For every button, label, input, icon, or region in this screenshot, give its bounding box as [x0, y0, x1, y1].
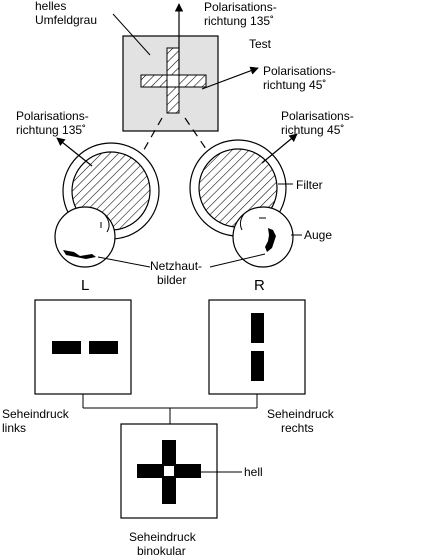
label-seh-rechts-1: Seheindruck: [267, 407, 335, 421]
label-seh-rechts-2: rechts: [281, 421, 314, 435]
label-seh-links-1: Seheindruck: [2, 407, 70, 421]
left-eye: [54, 206, 116, 268]
right-eye: [232, 206, 294, 268]
label-pol-right-1: Polarisations-: [263, 64, 336, 78]
label-pol-far-right-2: richtung 45˚: [281, 123, 344, 137]
right-retina-image: [265, 228, 276, 252]
perception-right-bar-1: [251, 313, 264, 343]
binocular-cross-center: [164, 466, 174, 476]
perception-left-bar-1: [52, 341, 81, 354]
label-hell: hell: [244, 465, 263, 479]
label-pol-left-1: Polarisations-: [16, 109, 89, 123]
left-retina-image: [63, 250, 96, 259]
binocular-connector: [82, 394, 258, 424]
label-auge: Auge: [304, 228, 332, 242]
pol-far-right-arrow: [261, 133, 298, 164]
label-seh-bin-1: Seheindruck: [129, 530, 197, 544]
label-pol-far-right-1: Polarisations-: [281, 109, 354, 123]
label-umfeldgrau: Umfeldgrau: [35, 13, 97, 27]
label-test: Test: [249, 37, 272, 51]
helles-pointer-line: [112, 13, 151, 56]
perception-right-panel: [208, 299, 306, 395]
label-right-eye: R: [254, 277, 265, 294]
label-netzhaut-1: Netzhaut-: [150, 259, 202, 273]
perception-right-bar-2: [251, 351, 264, 381]
perception-left-panel: [34, 299, 132, 395]
label-seh-links-2: links: [2, 421, 26, 435]
perception-binocular-panel: [120, 423, 218, 519]
label-filter: Filter: [296, 178, 323, 192]
left-eye-lens: [104, 214, 110, 233]
label-pol-top-1: Polarisations-: [204, 0, 277, 14]
label-pol-top-2: richtung 135˚: [204, 14, 274, 28]
label-pol-right-2: richtung 45˚: [263, 78, 326, 92]
netzhaut-pointer-left: [97, 256, 151, 268]
test-cross-center: [166, 74, 180, 88]
perception-left-bar-2: [89, 341, 118, 354]
label-helles: helles: [35, 0, 66, 13]
pol-right-arrow: [201, 66, 259, 90]
label-left-eye: L: [81, 277, 89, 294]
label-seh-bin-2: binokular: [137, 544, 186, 558]
right-eye-ball: [232, 206, 294, 268]
label-netzhaut-2: bilder: [157, 273, 186, 287]
pol-left-arrow: [56, 137, 93, 167]
label-pol-left-2: richtung 135˚: [16, 123, 86, 137]
right-eye-lens: [239, 213, 245, 231]
netzhaut-pointer-right: [209, 253, 266, 268]
test-stimulus: [122, 35, 219, 132]
